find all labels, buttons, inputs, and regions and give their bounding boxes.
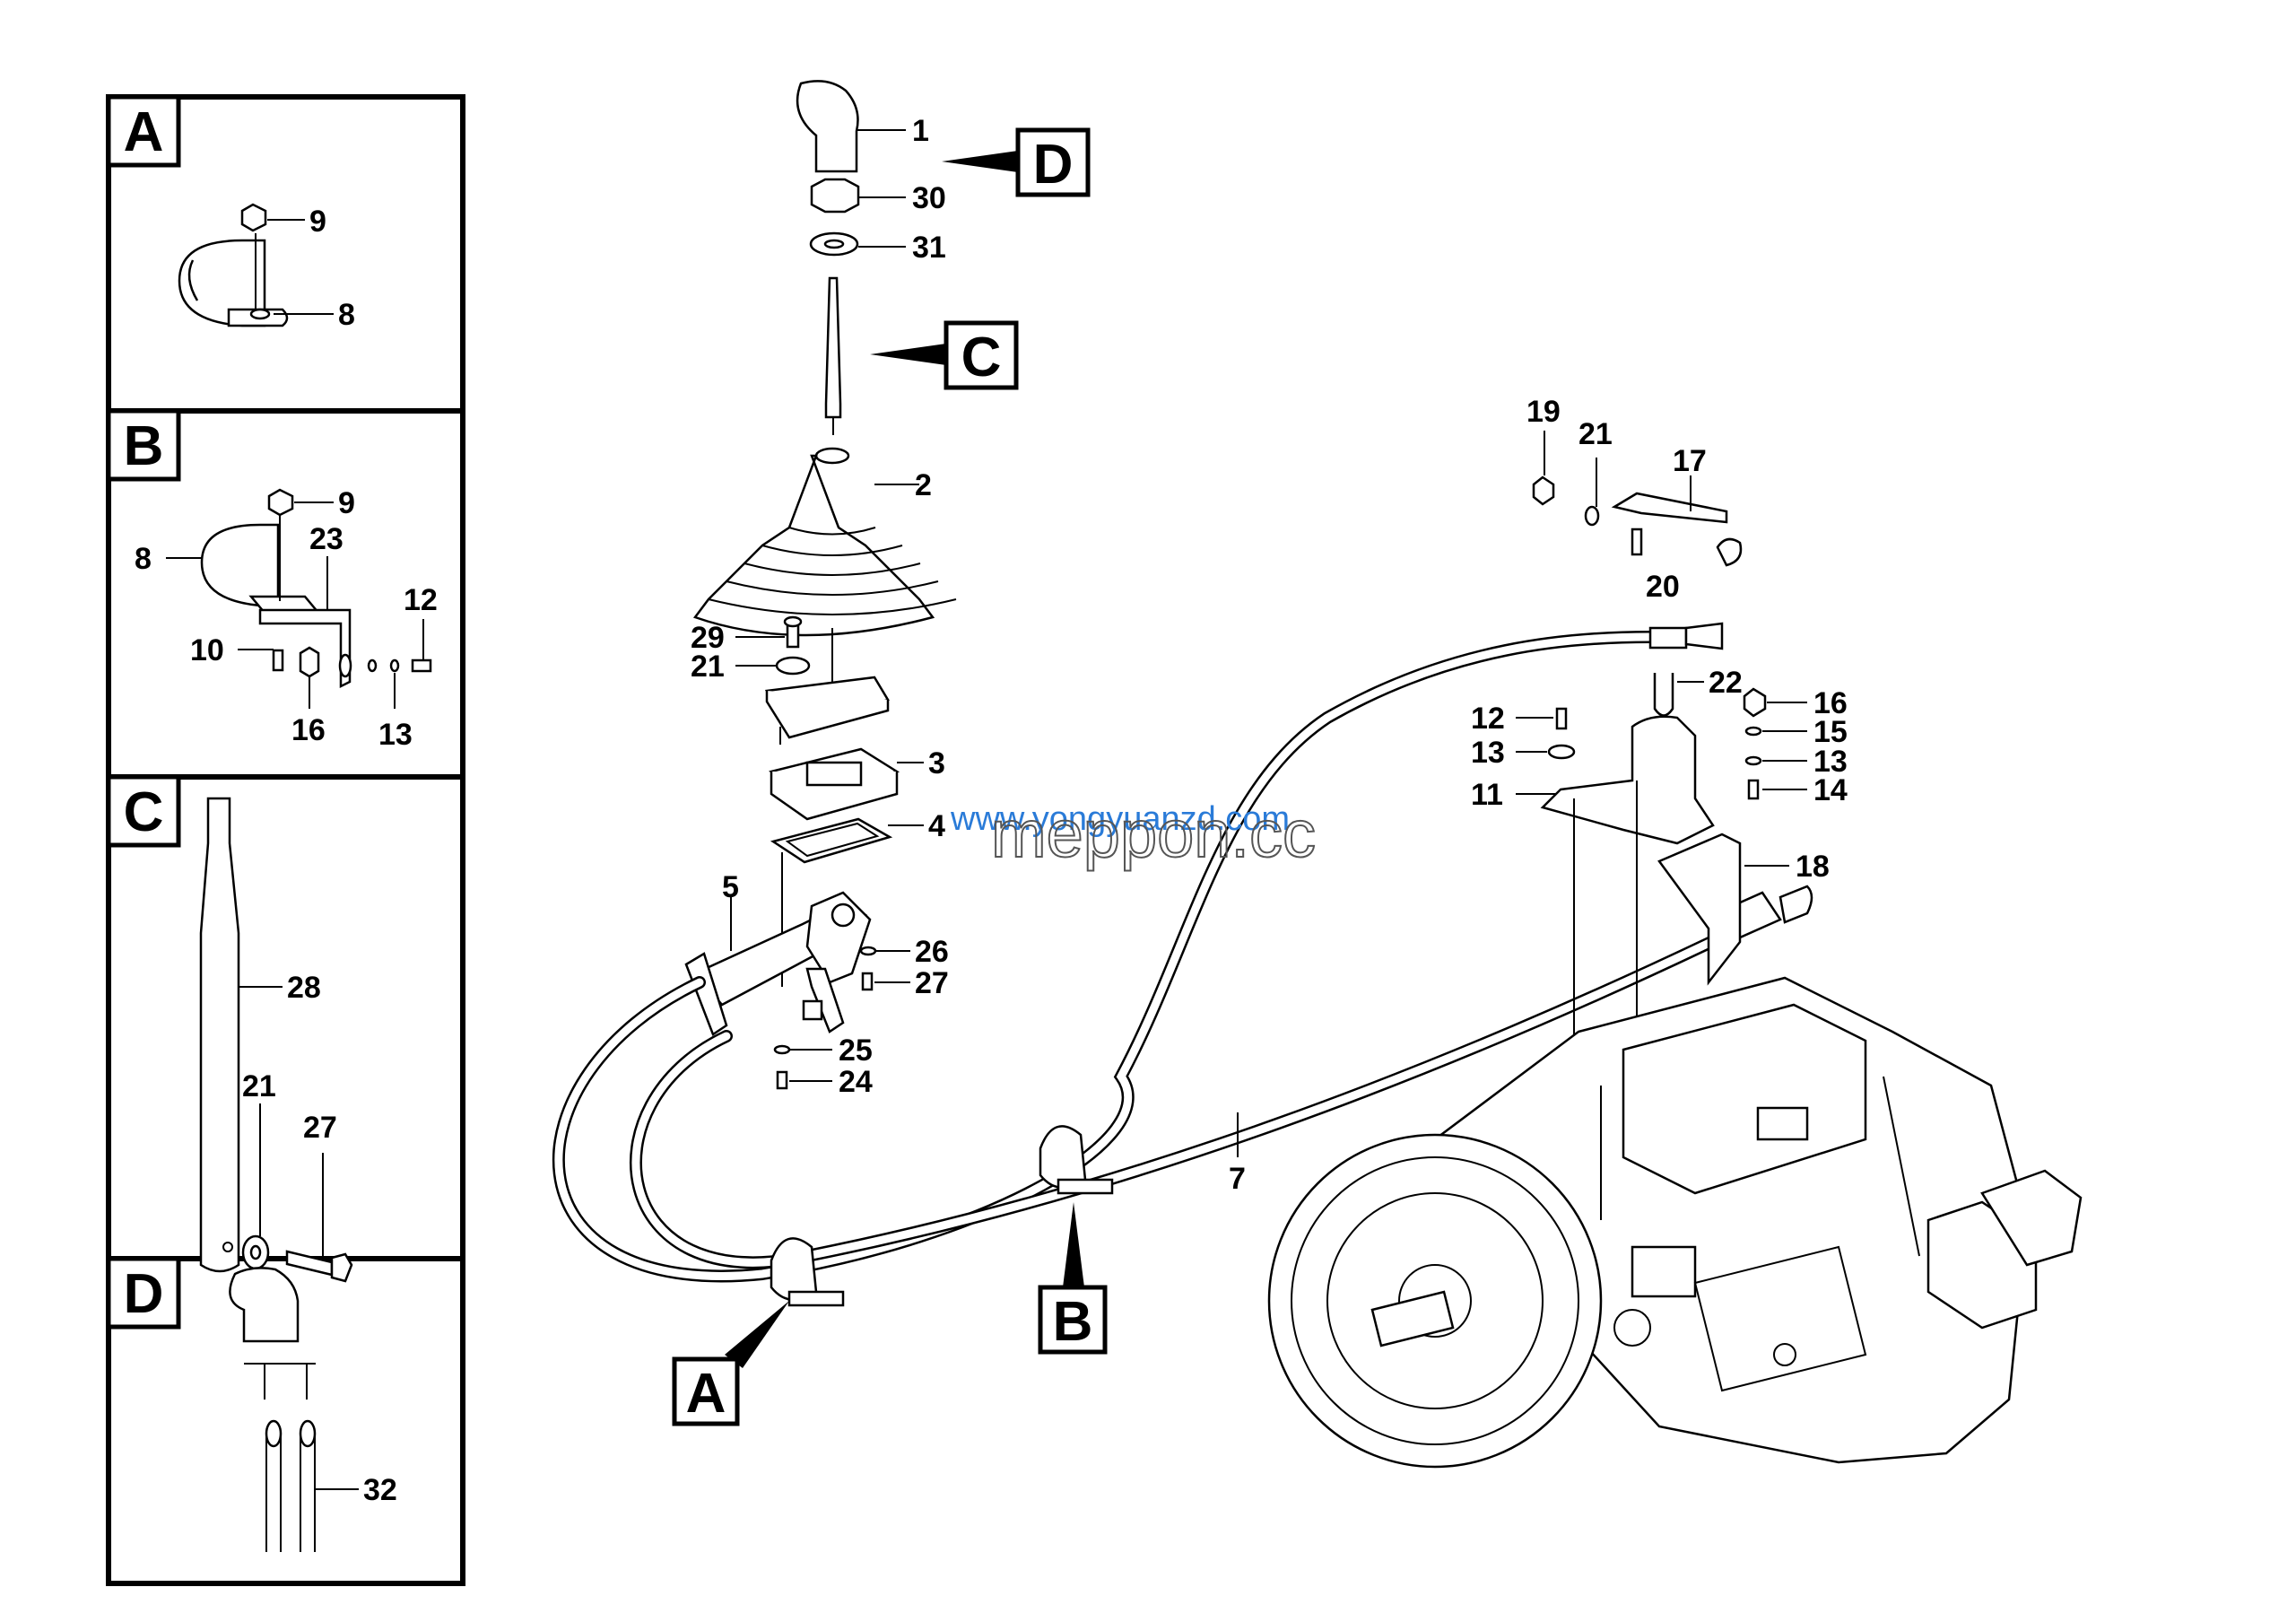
label-21-bracket: 21	[1578, 417, 1613, 451]
label-5: 5	[722, 870, 739, 904]
shift-rod-icon	[824, 276, 842, 419]
cable-clamp-b-icon	[1039, 1125, 1087, 1189]
label-13-right: 13	[1813, 745, 1848, 779]
washer-icon	[775, 656, 811, 676]
label-29: 29	[691, 621, 725, 655]
label-b-13: 13	[378, 718, 413, 752]
label-13-left: 13	[1471, 736, 1505, 770]
label-25: 25	[839, 1033, 873, 1068]
label-1: 1	[912, 114, 929, 148]
cable-clamp-a-icon	[770, 1237, 818, 1301]
shift-cables: 7	[552, 622, 1813, 1307]
nut-icon	[240, 203, 267, 232]
label-d-32: 32	[363, 1473, 397, 1507]
panel-b: B 9 8 23 12 10 16 13	[106, 408, 438, 752]
support-bracket-icon	[1657, 833, 1742, 986]
label-c-21: 21	[242, 1069, 276, 1103]
label-22: 22	[1709, 666, 1743, 700]
label-b-10: 10	[190, 633, 224, 667]
label-11: 11	[1471, 778, 1503, 812]
gear-boot-icon	[692, 447, 957, 637]
label-a-8: 8	[338, 298, 355, 332]
label-20: 20	[1646, 570, 1680, 604]
knob-icon	[229, 1267, 300, 1343]
label-b-9: 9	[338, 486, 355, 520]
label-26: 26	[915, 935, 949, 969]
callout-b-letter: B	[1053, 1291, 1093, 1353]
bolt-icon	[285, 1250, 334, 1277]
label-24: 24	[839, 1065, 873, 1099]
callout-d-letter: D	[1033, 134, 1074, 196]
label-4: 4	[928, 809, 945, 843]
label-b-12: 12	[404, 583, 438, 617]
nut-icon	[810, 178, 860, 214]
label-c-28: 28	[287, 971, 321, 1005]
label-15: 15	[1813, 715, 1848, 749]
clevis-icon	[1653, 673, 1674, 717]
label-14: 14	[1813, 773, 1848, 807]
nut-icon	[1532, 475, 1555, 506]
label-18: 18	[1796, 850, 1830, 884]
label-7: 7	[1229, 1162, 1246, 1196]
bracket-assembly: 19 21 17 20 22 16 15 13 14 12 13	[1471, 395, 1848, 1229]
gear-lever-assembly: 1 30 31 D C 2 29	[684, 80, 1091, 1099]
gear-knob-icon	[796, 80, 859, 173]
callout-a: A	[672, 1301, 789, 1426]
mounting-bracket-icon	[1540, 715, 1715, 845]
gearbox	[1267, 976, 2083, 1469]
label-c-27: 27	[303, 1111, 337, 1145]
label-16-bracket: 16	[1813, 686, 1848, 720]
panel-a-letter: A	[124, 101, 164, 163]
label-27-lever: 27	[915, 966, 949, 1000]
panel-b-letter: B	[124, 415, 164, 477]
label-21-lever: 21	[691, 650, 725, 684]
callout-c-letter: C	[961, 327, 1002, 388]
callout-a-letter: A	[686, 1363, 726, 1425]
label-3: 3	[928, 746, 945, 780]
label-a-9: 9	[309, 205, 326, 239]
label-2: 2	[915, 468, 932, 502]
label-b-16: 16	[291, 713, 326, 747]
lever-arm-icon	[1611, 492, 1728, 524]
label-12-bracket: 12	[1471, 702, 1505, 736]
detail-panels: A 9 8 B 9 8 23	[106, 94, 465, 1586]
shift-housing-icon	[769, 747, 900, 821]
lever-rod-icon	[199, 797, 240, 1273]
watermark-url: www.yongyuanzd.com	[950, 800, 1290, 838]
callout-d	[1015, 127, 1091, 197]
panel-d: D 32	[106, 1256, 397, 1552]
panel-c: C 28 21 27	[106, 774, 353, 1283]
bracket-icon	[258, 608, 352, 689]
label-19: 19	[1526, 395, 1561, 429]
label-30: 30	[912, 181, 946, 215]
panel-c-letter: C	[124, 781, 164, 843]
label-31: 31	[912, 231, 946, 265]
label-b-8: 8	[135, 542, 152, 576]
label-b-23: 23	[309, 522, 344, 556]
panel-a: A 9 8	[106, 94, 355, 332]
panel-d-letter: D	[124, 1263, 164, 1325]
label-17: 17	[1673, 444, 1707, 478]
watermark-brand: meppon.cc	[991, 797, 1316, 871]
nut-icon	[267, 488, 294, 517]
callout-b: B	[1038, 1202, 1108, 1355]
callout-c	[944, 320, 1019, 390]
clamp-icon	[200, 523, 280, 607]
gear-change-mechanism-icon	[684, 891, 872, 1036]
